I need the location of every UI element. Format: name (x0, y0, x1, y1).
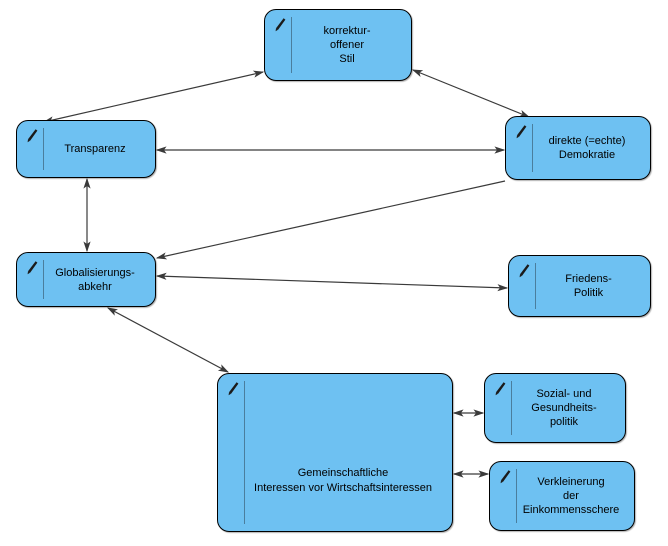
node-divider (244, 381, 245, 524)
pen-icon (275, 18, 286, 32)
node-label: Friedens- Politik (565, 273, 612, 299)
edge-globalisierung-gemeinschaft[interactable] (106, 307, 230, 373)
pen-icon (500, 470, 511, 484)
pen-icon (27, 261, 38, 275)
pen-icon (495, 382, 506, 396)
node-divider (516, 469, 517, 523)
node-divider (43, 260, 44, 299)
edge-globalisierung-frieden[interactable] (155, 272, 509, 292)
node-divider (532, 124, 533, 172)
edge-demokratie-globalisierung[interactable] (155, 180, 506, 260)
node-label: Gemeinschaftliche Interessen vor Wirtsch… (254, 466, 432, 494)
node-gemeinschaftliche-interessen[interactable]: Gemeinschaftliche Interessen vor Wirtsch… (217, 373, 453, 532)
pen-icon (519, 264, 530, 278)
node-label: Transparenz (64, 143, 126, 155)
node-korrektur-offener-stil[interactable]: korrektur- offener Stil (264, 9, 412, 81)
node-divider (291, 17, 292, 73)
node-globalisierungsabkehr[interactable]: Globalisierungs- abkehr (16, 252, 156, 307)
node-divider (43, 128, 44, 170)
edge-transparenz-korrektur[interactable] (42, 70, 265, 124)
node-label: Sozial- und Gesundheits- politik (531, 388, 597, 428)
node-label: Verkleinerung der Einkommensschere (522, 476, 620, 516)
pen-icon (228, 382, 239, 396)
node-label: Globalisierungs- abkehr (55, 266, 135, 293)
edge-korrektur-demokratie[interactable] (411, 69, 531, 118)
pen-icon (27, 129, 38, 143)
node-divider (511, 381, 512, 435)
node-friedens-politik[interactable]: Friedens- Politik (508, 255, 651, 317)
node-sozial-und-gesundheitspolitik[interactable]: Sozial- und Gesundheits- politik (484, 373, 626, 443)
node-label: korrektur- offener Stil (323, 25, 371, 65)
node-divider (535, 263, 536, 309)
node-direkte-echte-demokratie[interactable]: direkte (=echte) Demokratie (505, 116, 651, 180)
node-label: direkte (=echte) Demokratie (548, 135, 626, 161)
node-transparenz[interactable]: Transparenz (16, 120, 156, 178)
node-verkleinerung-der-einkommensschere[interactable]: Verkleinerung der Einkommensschere (489, 461, 635, 531)
pen-icon (516, 125, 527, 139)
